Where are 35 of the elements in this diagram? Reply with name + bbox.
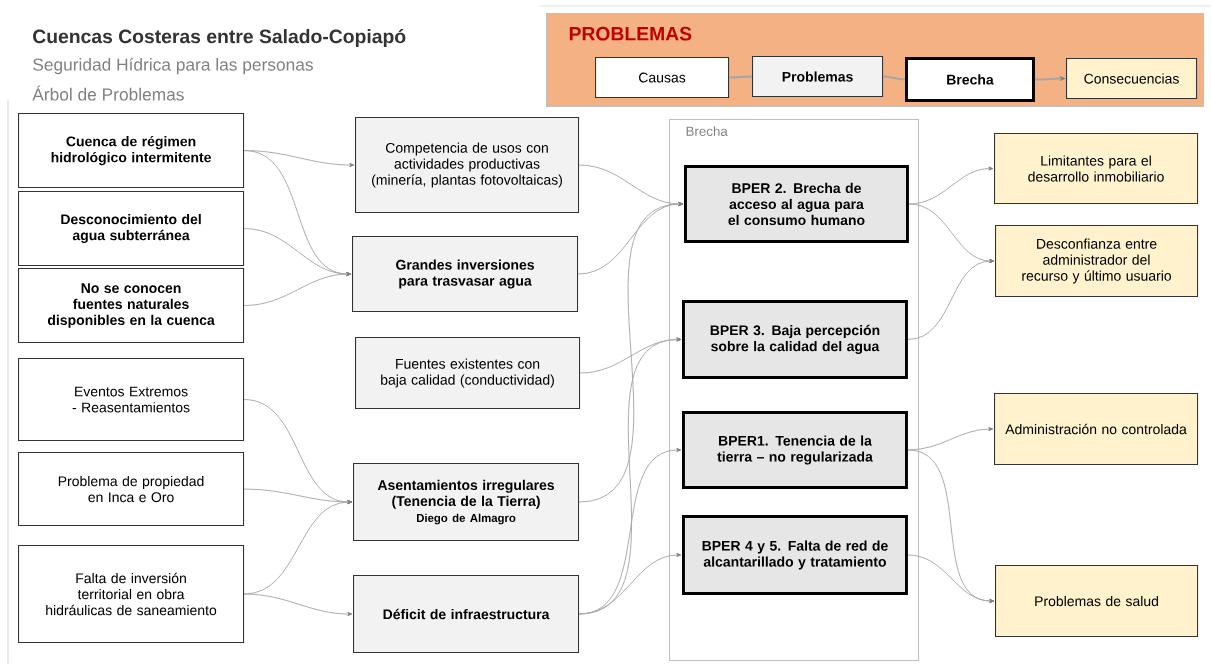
arrow [243,593,353,617]
problem-box: Déficit de infraestructura [353,575,580,654]
step-box: Brecha [905,57,1035,102]
consequence-box: Problemas de salud [995,565,1199,638]
arrow [578,552,682,615]
arrow [243,271,352,306]
arrow [907,554,995,604]
arrow [907,258,995,340]
step-box: Causas [595,57,730,99]
cause-box: Eventos Extremos - Reasentamientos [18,358,245,442]
consequence-box: Limitantes para el desarrollo inmobiliario [994,133,1199,205]
problem-box: Asentamientos irregulares (Tenencia de la Tierra) Diego de Almagro [353,463,580,542]
gap-box: BPER 3. Baja percepción sobre la calidad del agua [682,300,908,379]
subtitle: Seguridad Hídrica para las personas [33,57,313,75]
step-box: Problemas [752,56,884,98]
step-box: Consecuencias [1066,58,1198,100]
cause-box: Falta de inversión territorial en obra hidráulicas de saneamiento [18,545,245,644]
connector-line [882,75,906,81]
arrow [578,201,684,503]
gap-box: BPER1. Tenencia de la tierra – no regularizada [682,411,908,489]
gap-box: BPER 2. Brecha de acceso al agua para el consumo humano [684,165,909,243]
arrow [908,166,994,205]
connector-line [728,75,753,79]
consequence-box: Administración no controlada [994,393,1199,466]
title: Cuencas Costeras entre Salado-Copiapó [33,28,406,48]
cause-box: No se conocen fuentes naturales disponibles en la cuenca [18,268,245,344]
consequence-box: Desconfianza entre administrador del recurso y último usuario [995,225,1199,298]
problem-box: Fuentes existentes con baja calidad (conductividad) [355,337,581,410]
cause-box: Problema de propiedad en Inca e Oro [18,452,245,527]
cause-box: Desconocimiento del agua subterránea [18,191,245,267]
problem-box: Grandes inversiones para trasvasar agua [352,236,579,313]
arrow [578,447,682,615]
problem-box: Competencia de usos con actividades productivas (minería, plantas fotovoltaicas) [355,117,580,214]
cause-box: Cuenca de régimen hidrológico intermitente [18,113,245,189]
gap-box: BPER 4 y 5. Falta de red de alcantarillado y tratamiento [682,515,908,595]
